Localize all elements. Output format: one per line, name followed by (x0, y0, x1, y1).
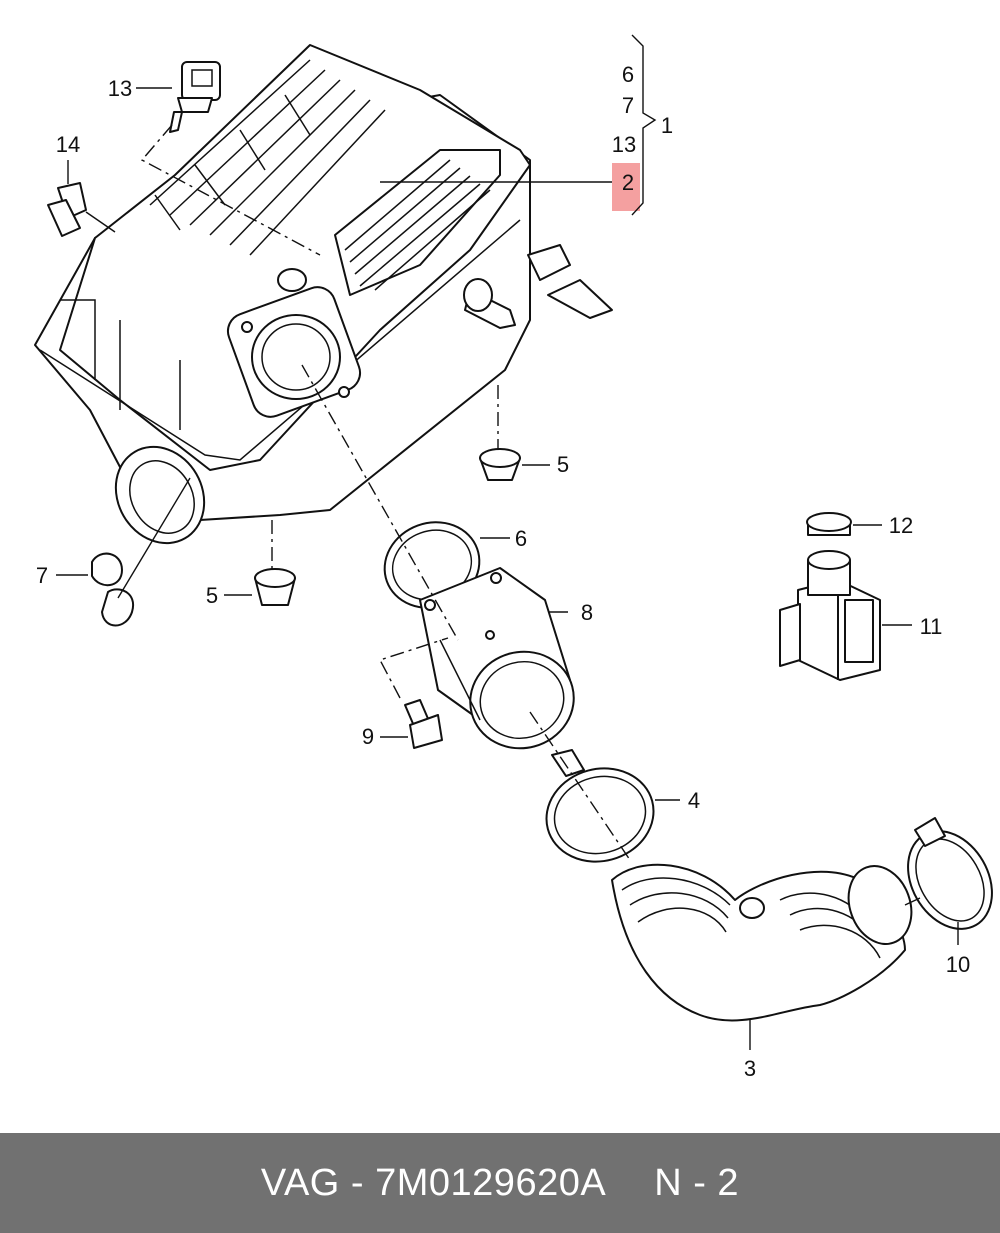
part-reference: VAG - 7M0129620A (260, 1161, 607, 1204)
parts-diagram: 6 7 13 1 2 13 14 5 5 6 7 8 9 4 3 10 11 1… (34, 34, 993, 1081)
callout-6-group: 6 (622, 62, 634, 87)
callout-9: 9 (362, 724, 374, 749)
callout-5-right: 5 (557, 452, 569, 477)
callout-1: 1 (661, 113, 673, 138)
clip-part-14 (47, 160, 116, 237)
callout-7-group: 7 (622, 93, 634, 118)
hose-clamp-part-4 (529, 711, 680, 863)
callout-14: 14 (56, 132, 80, 157)
clip-part-7 (56, 477, 191, 627)
callout-8: 8 (581, 600, 593, 625)
cap-part-12 (806, 512, 882, 536)
group-bracket (380, 34, 657, 216)
grommet-part-5-left (224, 520, 296, 606)
callout-3: 3 (744, 1056, 756, 1081)
callout-12: 12 (889, 513, 913, 538)
callout-13: 13 (108, 76, 132, 101)
sensor-part-13 (136, 61, 321, 256)
callout-2: 2 (622, 170, 634, 195)
callout-4: 4 (688, 788, 700, 813)
callout-13-group: 13 (612, 132, 636, 157)
bolt-part-9 (378, 637, 449, 749)
highlight-part-2 (612, 163, 640, 211)
callout-10: 10 (946, 952, 970, 977)
intake-hose-part-3 (611, 863, 913, 1050)
callout-labels: 6 7 13 1 2 13 14 5 5 6 7 8 9 4 3 10 11 1… (36, 62, 970, 1081)
callout-5-left: 5 (206, 583, 218, 608)
callout-6: 6 (515, 526, 527, 551)
air-filter-housing (34, 44, 613, 545)
callout-11: 11 (920, 614, 943, 639)
part-number-footer: VAG - 7M0129620A N - 2 (0, 1133, 1000, 1233)
callout-7: 7 (36, 563, 48, 588)
valve-part-11 (779, 550, 912, 681)
hose-clamp-part-10 (904, 817, 993, 945)
mass-air-flow-meter-part-8 (301, 364, 575, 750)
grommet-part-5-right (479, 385, 550, 481)
page-reference: N - 2 (654, 1161, 740, 1204)
